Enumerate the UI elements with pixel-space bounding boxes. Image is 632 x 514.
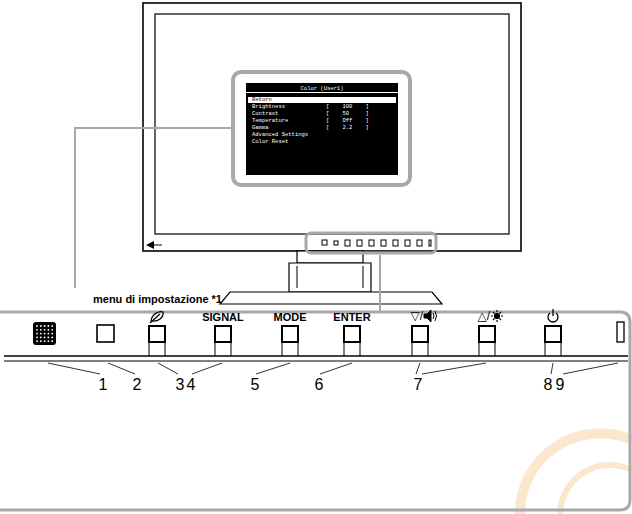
brightness-icon (491, 310, 503, 322)
button-label: ▽/ (410, 310, 423, 322)
menu-item: Return (248, 97, 396, 103)
callout-number: 8 (544, 377, 553, 393)
monitor (143, 3, 521, 304)
callout-number: 7 (414, 377, 423, 393)
watermark (520, 433, 632, 514)
menu-item: [ 50 ] (326, 111, 369, 117)
menu-item: [ Off ] (326, 118, 369, 124)
callout-frame (0, 72, 630, 510)
menu-item: Gamma (252, 125, 269, 131)
callout-number: 1 (99, 377, 108, 393)
bezel-edge (4, 356, 628, 361)
sensor-window (97, 325, 114, 342)
callout-number: 6 (315, 377, 324, 393)
speaker-icon (424, 310, 437, 322)
callout-number: 9 (556, 377, 565, 393)
leader-line (48, 363, 618, 374)
callout-number: 3 (176, 377, 185, 393)
menu-item: [ 2.2 ] (326, 125, 369, 131)
menu-item: Advanced Settings (252, 132, 308, 138)
power-led (617, 322, 624, 342)
menu-item: Color Reset (252, 139, 288, 145)
light-sensor (33, 322, 56, 345)
power-icon (548, 309, 558, 322)
button-row (149, 326, 561, 356)
callout-number: 4 (187, 377, 196, 393)
eco-icon (150, 312, 163, 323)
menu-item: [ 100 ] (326, 104, 369, 110)
menu-item: Brightness (252, 104, 285, 110)
menu-item: Temperature (252, 118, 288, 124)
button-label: ENTER (333, 312, 370, 323)
callout-number: 5 (251, 377, 260, 393)
button-label: SIGNAL (202, 312, 244, 323)
callout-label: menu di impostazione *1 (93, 294, 222, 305)
menu-title: Color (User1) (246, 86, 398, 93)
osd-menu: Color (User1) ReturnBrightness [ 100 ] Cont… (246, 83, 398, 175)
button-label: △/ (477, 310, 490, 322)
callout-number: 2 (133, 377, 142, 393)
menu-item: Contrast (252, 111, 278, 117)
button-label: MODE (274, 312, 307, 323)
